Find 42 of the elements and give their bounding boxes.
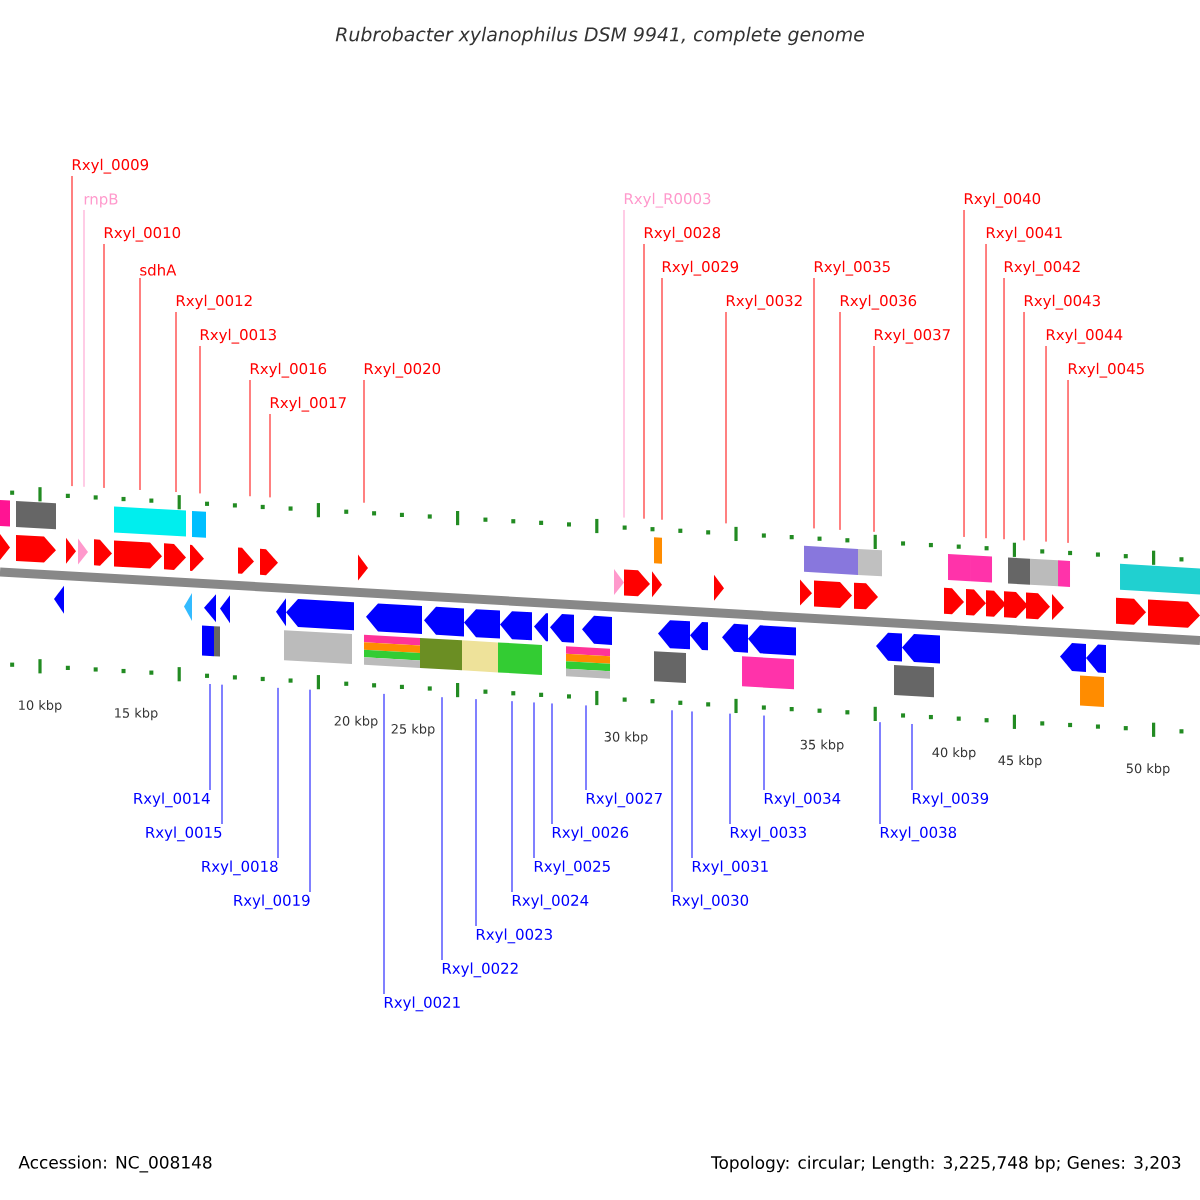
leader-line bbox=[199, 345, 201, 494]
leader-line bbox=[691, 710, 693, 859]
leader-line bbox=[269, 413, 271, 498]
leader-line bbox=[963, 209, 965, 538]
leader-line bbox=[139, 277, 141, 491]
leader-line bbox=[1003, 277, 1005, 540]
leader-line bbox=[661, 277, 663, 521]
leader-line bbox=[643, 243, 645, 520]
leader-line bbox=[175, 311, 177, 493]
leader-line bbox=[873, 345, 875, 533]
leader-line bbox=[551, 702, 553, 825]
leader-line bbox=[585, 704, 587, 791]
leader-line bbox=[277, 687, 279, 859]
leader-line bbox=[1067, 379, 1069, 544]
leader-line bbox=[475, 698, 477, 927]
leader-line bbox=[383, 693, 385, 995]
leader-line bbox=[813, 277, 815, 529]
leader-line bbox=[209, 683, 211, 791]
leader-line bbox=[83, 209, 85, 488]
leader-line bbox=[671, 709, 673, 893]
footer-text: Topology: circular; Length: 3,225,748 bp; Genes: 3,203 bbox=[710, 1155, 1181, 1173]
leader-line bbox=[879, 721, 881, 825]
leader-line bbox=[1023, 311, 1025, 541]
footer-text: Accession: NC_008148 bbox=[18, 1155, 212, 1173]
leader-line bbox=[623, 209, 625, 519]
leader-line bbox=[221, 684, 223, 825]
leader-line bbox=[729, 713, 731, 825]
leader-line bbox=[839, 311, 841, 531]
leader-line bbox=[441, 696, 443, 961]
leader-line bbox=[763, 715, 765, 791]
leader-line bbox=[309, 689, 311, 893]
leader-line bbox=[71, 175, 73, 487]
leader-line bbox=[725, 311, 727, 524]
leader-line bbox=[1045, 345, 1047, 543]
leader-line bbox=[533, 701, 535, 859]
leader-line bbox=[511, 700, 513, 893]
leader-line bbox=[985, 243, 987, 539]
leader-line bbox=[911, 723, 913, 791]
leader-line bbox=[103, 243, 105, 489]
leader-line bbox=[363, 379, 365, 504]
leader-line bbox=[249, 379, 251, 497]
title: Rubrobacter xylanophilus DSM 9941, complete genome bbox=[335, 26, 864, 46]
